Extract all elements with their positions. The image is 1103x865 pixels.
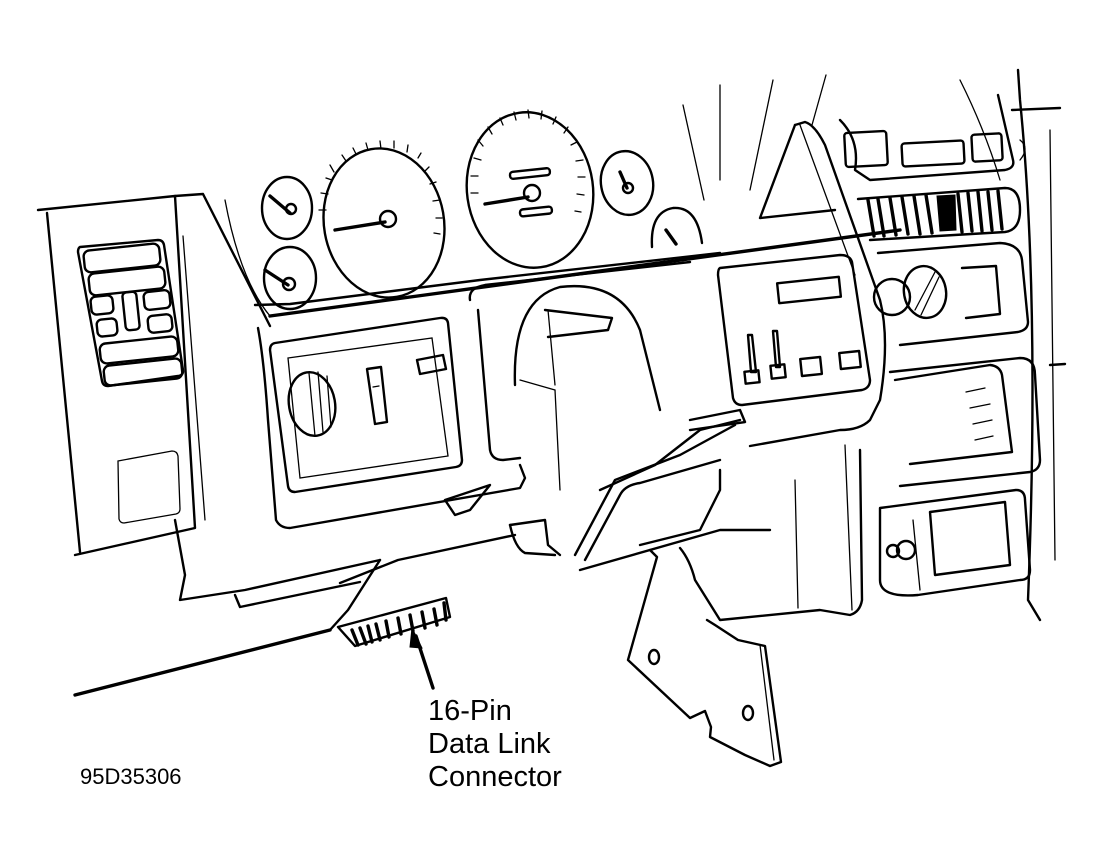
connector-callout-label: 16-Pin Data Link Connector [428,695,562,794]
climate-knob-1 [872,277,912,317]
left-blank-panel [117,450,181,524]
radio-button-2 [900,139,966,168]
callout-line-3: Connector [428,761,562,793]
left-switch-cluster [76,238,185,388]
knee-bolster [578,444,864,622]
center-stack [838,68,1067,622]
small-gauge-right [650,206,704,249]
mounting-bracket [626,548,783,768]
left-end-panel [36,192,272,557]
ashtray-panel [878,488,1032,597]
speedometer-gauge [465,111,595,269]
column-hinge [508,408,747,562]
steering-column-opening [468,260,692,491]
climate-knob-2 [902,264,948,320]
figure-number: 95D35306 [80,764,182,789]
cluster-hood [224,199,902,318]
lower-dash-pad [73,326,527,697]
radio-button-1 [843,129,889,169]
small-gauge-lower-left [262,245,318,311]
slider-1 [746,333,758,374]
cigarette-lighter [895,539,917,561]
small-gauge-upper-left [260,175,314,241]
data-link-connector [336,596,452,648]
climate-control-panel [888,356,1042,488]
small-gauge-upper-right [599,149,655,217]
gauges [260,109,704,311]
tachometer-gauge [322,147,446,299]
radio-button-3 [970,132,1004,163]
dimmer-slot [365,365,389,426]
callout-line-2: Data Link [428,728,551,760]
button-2 [838,349,862,371]
display-window [775,275,843,305]
column-shroud-panel [716,120,887,448]
headlamp-switch-panel [268,316,464,494]
indicator-light [415,353,448,376]
bracket-hole-lower [741,704,755,722]
slider-2 [771,329,782,369]
headlamp-knob [287,371,337,437]
callout-line-1: 16-Pin [428,695,512,727]
button-1 [799,355,824,378]
air-vent [856,186,1022,242]
bracket-hole-upper [647,648,661,666]
vent-louvers [866,189,1004,238]
callout-arrow [409,626,435,690]
windshield-lines [682,74,827,201]
